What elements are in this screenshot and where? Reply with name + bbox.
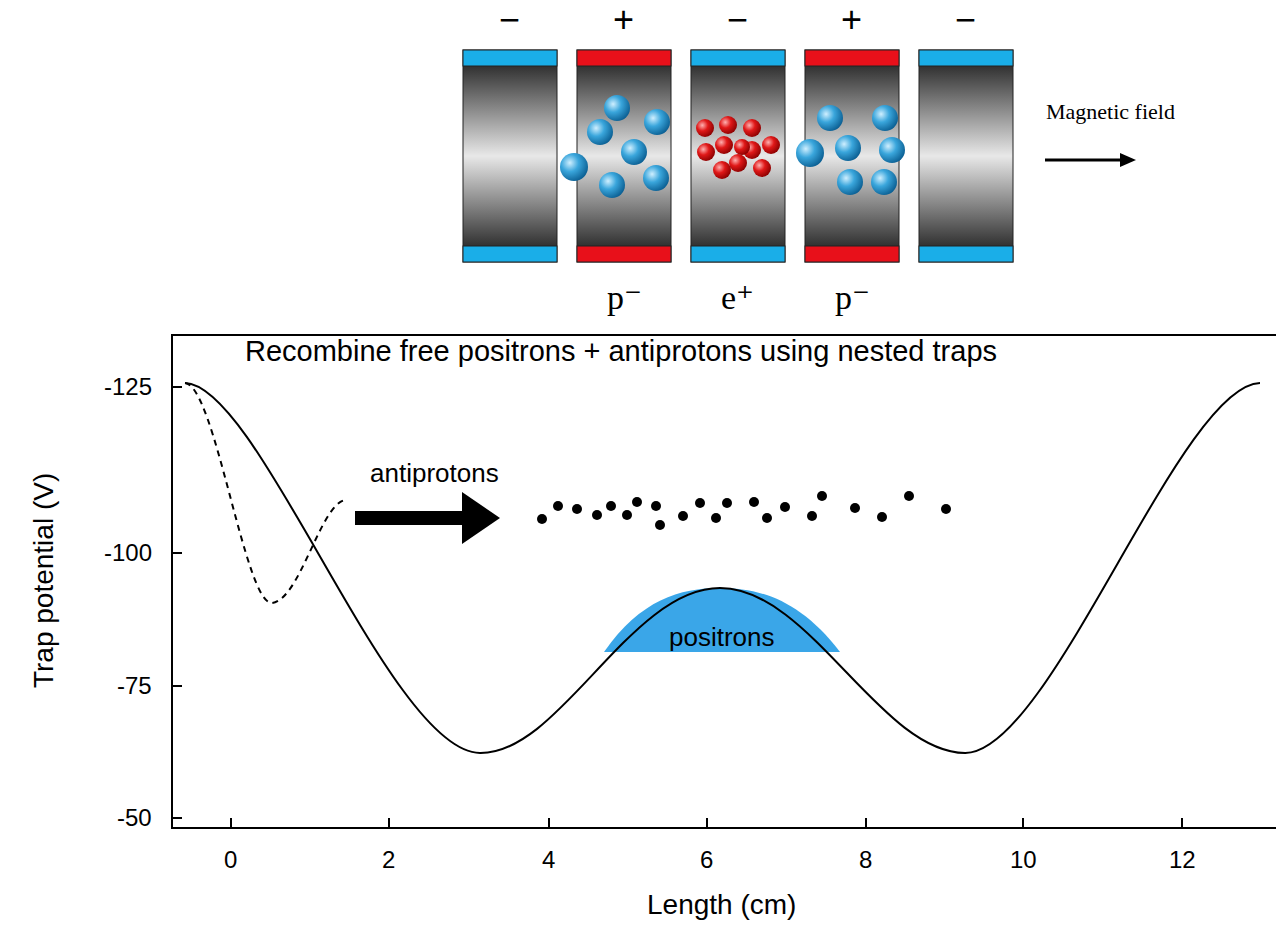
curve-label: antiprotons: [370, 459, 499, 488]
tick-label: -75: [117, 673, 152, 699]
field-arrow: [1045, 153, 1136, 167]
positron-spheres: [696, 116, 780, 179]
potential-curve: [185, 383, 1260, 753]
particle-label: e⁺: [721, 279, 754, 316]
tick-label: 8: [859, 847, 872, 873]
antiproton-dots: [537, 491, 951, 530]
electrode-sign: −: [955, 0, 976, 40]
axis-title: Trap potential (V): [29, 473, 60, 688]
positron-cloud: [604, 588, 840, 652]
tick-label: 10: [1010, 847, 1037, 873]
antiproton-spheres: [560, 95, 905, 198]
particle-label: p⁻: [835, 279, 870, 316]
tick-label: 2: [382, 847, 395, 873]
plot-frame: [172, 335, 1276, 828]
electrode-sign: −: [727, 0, 748, 40]
injection-arrow: [355, 492, 500, 544]
tick-label: -125: [104, 374, 152, 400]
tick-label: 4: [542, 847, 555, 873]
axis-title: Length (cm): [647, 890, 796, 921]
tick-label: -100: [104, 540, 152, 566]
tick-label: 6: [700, 847, 713, 873]
tick-label: -50: [117, 805, 152, 831]
field-label: Magnetic field: [1046, 97, 1196, 127]
electrodes: [463, 50, 1013, 262]
electrode-sign: +: [613, 0, 634, 40]
electrode-sign: +: [841, 0, 862, 40]
particle-label: p⁻: [607, 279, 642, 316]
loading-curve: [185, 383, 345, 603]
chart-title: Recombine free positrons + antiprotons u…: [245, 336, 997, 368]
electrode-sign: −: [499, 0, 520, 40]
tick-label: 12: [1169, 847, 1196, 873]
tick-label: 0: [224, 847, 237, 873]
cloud-label: positrons: [669, 623, 775, 652]
